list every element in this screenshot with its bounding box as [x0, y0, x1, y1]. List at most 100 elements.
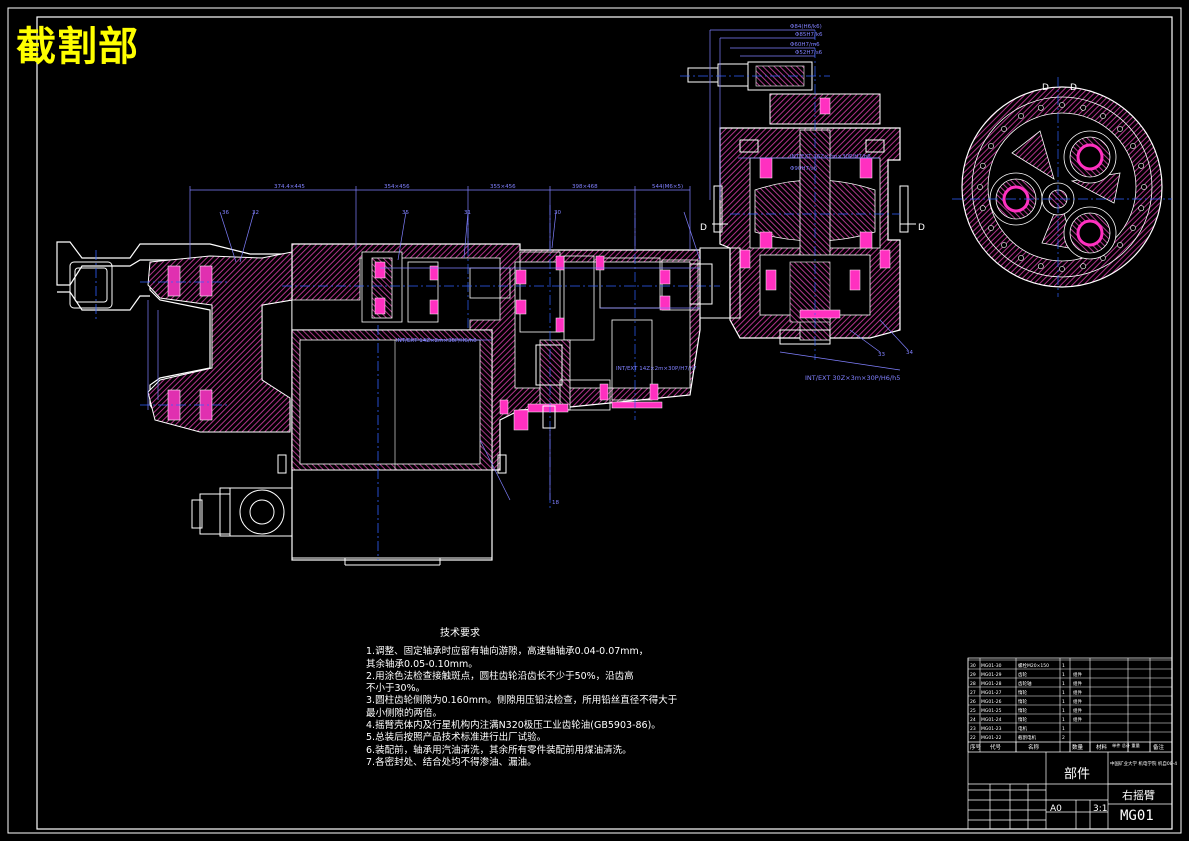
- parts-cell-code: MG01-28: [981, 681, 1002, 687]
- parts-cell-name: 螺栓M20×150: [1018, 662, 1049, 669]
- parts-cell-name: 截割电机: [1018, 734, 1036, 741]
- parts-cell-code: MG01-29: [981, 672, 1002, 678]
- parts-cell-note: 组件: [1073, 689, 1082, 696]
- tech-line: 4.摇臂壳体内及行星机构内注满N320极压工业齿轮油(GB5903-86)。: [366, 720, 661, 732]
- bolt-hole: [1117, 126, 1123, 132]
- bolt-hole: [1059, 102, 1065, 108]
- part-name: 右摇臂: [1122, 788, 1155, 802]
- parts-cell-no: 28: [970, 681, 976, 687]
- bolt-hole: [979, 162, 986, 169]
- parts-cell-code: MG01-23: [981, 726, 1002, 732]
- dimension-lines: [147, 29, 909, 501]
- parts-cell-qty: 1: [1062, 699, 1065, 705]
- dim-label-spline-3: INT/EXT 14Z×2m×30P/H6/h6: [396, 338, 477, 344]
- tech-line: 不小于30%。: [366, 683, 426, 695]
- parts-cell-qty: 2: [1062, 735, 1065, 741]
- parts-cell-name: 齿轮轴: [1018, 680, 1032, 687]
- dim-label-arm-1: 374.4×445: [274, 184, 305, 190]
- section-title-d1: D: [1042, 83, 1049, 93]
- parts-cell-no: 25: [970, 708, 976, 714]
- parts-cell-code: MG01-24: [981, 717, 1002, 723]
- parts-cell-note: 组件: [1073, 680, 1082, 687]
- parts-cell-qty: 1: [1062, 672, 1065, 678]
- parts-cell-code: MG01-30: [981, 663, 1002, 669]
- parts-cell-no: 29: [970, 672, 976, 678]
- drawing-code: MG01: [1120, 808, 1154, 824]
- bolt-hole: [1001, 242, 1007, 248]
- parts-cell-no: 30: [970, 663, 976, 669]
- dim-label-arm-5: 544(M6×5): [652, 184, 683, 190]
- bolt-hole: [1080, 263, 1087, 270]
- header-mat: 材料: [1096, 743, 1108, 751]
- bolt-hole: [1117, 242, 1123, 248]
- arm-main-view: [56, 200, 720, 566]
- tech-line: 2.用涂色法检查接触斑点，圆柱齿轮沿齿长不少于50%，沿齿高: [366, 670, 634, 682]
- dim-label-top-1: Φ84(H6/k6): [790, 24, 822, 30]
- bolt-hole: [1141, 184, 1147, 190]
- technical-requirements: 技术要求 1.调整、固定轴承时应留有轴向游隙，高速轴轴承0.04-0.07mm，…: [366, 628, 696, 769]
- parts-cell-code: MG01-22: [981, 735, 1002, 741]
- tech-line: 5.总装后按照产品技术标准进行出厂试验。: [366, 732, 547, 744]
- dim-label-spline-2: INT/EXT 30Z×3m×30P/H6/h5: [805, 374, 900, 382]
- parts-cell-no: 22: [970, 735, 976, 741]
- parts-cell-qty: 1: [1062, 726, 1065, 732]
- bolt-hole: [1130, 143, 1136, 149]
- parts-cell-code: MG01-26: [981, 699, 1002, 705]
- section-mark-left: D: [700, 223, 707, 233]
- parts-cell-qty: 1: [1062, 663, 1065, 669]
- bolt-hole: [1138, 162, 1145, 169]
- bolt-hole: [1018, 255, 1024, 261]
- parts-cell-note: 组件: [1073, 698, 1082, 705]
- parts-cell-code: MG01-25: [981, 708, 1002, 714]
- inner-border: [36, 16, 1173, 830]
- ref-30: 30: [554, 210, 561, 216]
- organization: 中国矿业大学 机电学院 机自08-4: [1110, 760, 1177, 767]
- parts-cell-qty: 1: [1062, 690, 1065, 696]
- ref-18: 18: [552, 500, 559, 506]
- header-name: 名称: [1028, 743, 1040, 751]
- header-note: 备注: [1153, 743, 1165, 751]
- scale: 3:1: [1093, 804, 1107, 814]
- ref-35: 35: [402, 210, 409, 216]
- parts-cell-name: 惰轮: [1018, 698, 1027, 705]
- parts-cell-note: 组件: [1073, 671, 1082, 678]
- tech-title: 技术要求: [440, 628, 480, 639]
- dim-label-top-3: Φ60H7/m6: [790, 42, 820, 48]
- dim-label-spline-4: INT/EXT 14Z×2m×30P/H7/h7: [616, 366, 697, 372]
- drawing-type: 部件: [1064, 767, 1090, 782]
- bolt-hole: [988, 225, 994, 231]
- header-wt: 单件 总计 重量: [1112, 742, 1140, 749]
- section-title-d2: D: [1070, 83, 1077, 93]
- parts-cell-no: 24: [970, 717, 976, 723]
- bolt-hole: [1138, 205, 1145, 212]
- dim-label-top-2: Φ85H7/k6: [795, 32, 823, 38]
- dim-label-top-5: Φ90H7/s6: [790, 166, 818, 172]
- parts-cell-name: 惰轮: [1018, 707, 1027, 714]
- bolt-hole: [1001, 126, 1007, 132]
- section-d-d: [952, 77, 1172, 297]
- parts-cell-name: 惰轮: [1018, 689, 1027, 696]
- bolt-hole: [1080, 104, 1087, 111]
- dim-label-arm-4: 398×468: [572, 184, 598, 190]
- parts-cell-qty: 1: [1062, 708, 1065, 714]
- header-qty: 数量: [1072, 743, 1084, 751]
- bolt-hole: [1100, 113, 1106, 119]
- parts-cell-qty: 1: [1062, 681, 1065, 687]
- bolt-hole: [1037, 263, 1044, 270]
- parts-cell-name: 惰轮: [1018, 716, 1027, 723]
- bolt-hole: [1130, 225, 1136, 231]
- tech-line: 6.装配前，轴承用汽油清洗，其余所有零件装配前用煤油清洗。: [366, 744, 632, 756]
- header-code: 代号: [990, 743, 1002, 751]
- bolt-hole: [1059, 266, 1065, 272]
- bolt-hole: [977, 184, 983, 190]
- bolt-hole: [988, 143, 994, 149]
- ref-33: 33: [878, 352, 885, 358]
- outer-border: [7, 7, 1182, 834]
- parts-cell-qty: 1: [1062, 717, 1065, 723]
- dim-label-arm-3: 355×456: [490, 184, 516, 190]
- parts-cell-name: 齿轮: [1018, 671, 1027, 678]
- parts-cell-note: 组件: [1073, 707, 1082, 714]
- tech-line: 最小侧隙的两倍。: [366, 707, 443, 719]
- tech-line: 1.调整、固定轴承时应留有轴向游隙，高速轴轴承0.04-0.07mm，: [366, 646, 649, 658]
